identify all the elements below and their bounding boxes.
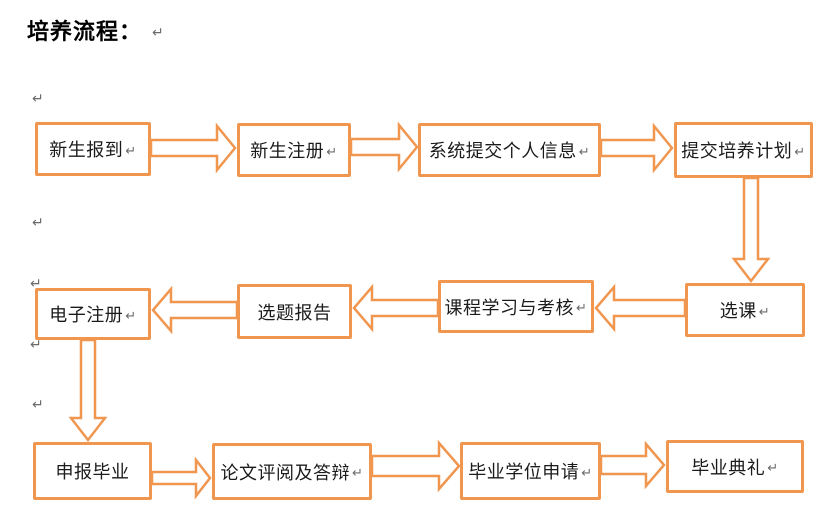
flow-step-new-student-checkin: 新生报到↵ [35,122,151,176]
arrow-right-icon [370,439,461,493]
flow-step-graduation-ceremony: 毕业典礼↵ [666,440,804,493]
arrow-down-icon [68,338,108,443]
step-label: 电子注册 [49,305,124,325]
arrow-right-icon [599,122,674,174]
paragraph-mark-icon: ↵ [352,466,364,481]
paragraph-mark-icon: ↵ [32,215,44,231]
paragraph-mark-icon: ↵ [578,144,591,160]
flow-step-course-study-assessment: 课程学习与考核↵ [438,280,594,333]
step-label: 申报毕业 [55,462,130,482]
step-label: 提交培养计划 [681,141,793,161]
arrow-left-icon [594,283,687,333]
step-label: 选课 [719,301,757,321]
paragraph-mark-icon: ↵ [30,337,42,353]
flow-step-thesis-review-defense: 论文评阅及答辩↵ [212,443,372,500]
paragraph-mark-icon: ↵ [326,144,338,160]
flow-step-course-selection: 选课↵ [685,283,805,337]
arrow-right-icon [599,440,666,490]
paragraph-mark-icon: ↵ [152,25,164,41]
flow-step-degree-application: 毕业学位申请↵ [460,442,601,500]
paragraph-mark-icon: ↵ [581,465,593,481]
flow-step-topic-proposal-report: 选题报告 [237,284,352,339]
step-label: 毕业学位申请 [468,462,580,482]
flow-step-submit-personal-info: 系统提交个人信息↵ [418,123,601,177]
step-label: 选题报告 [257,302,332,323]
arrow-right-icon [149,122,237,174]
paragraph-mark-icon: ↵ [794,144,806,160]
step-label: 课程学习与考核 [444,297,575,318]
paragraph-mark-icon: ↵ [576,301,588,316]
page-title: 培养流程： [27,19,143,44]
paragraph-mark-icon: ↵ [32,91,44,107]
arrow-right-icon [349,121,419,173]
paragraph-mark-icon: ↵ [30,276,42,292]
step-label: 新生注册 [250,141,325,161]
step-label: 系统提交个人信息 [428,141,577,161]
flow-step-graduation-application: 申报毕业 [33,442,152,500]
flow-step-electronic-registration: 电子注册↵ [35,288,151,340]
paragraph-mark-icon: ↵ [32,397,44,413]
arrow-right-icon [150,456,212,500]
flow-step-submit-training-plan: 提交培养计划↵ [674,122,813,178]
arrow-down-icon [731,176,771,284]
arrow-left-icon [352,283,440,333]
step-label: 新生报到 [49,140,124,160]
flow-step-new-student-registration: 新生注册↵ [237,123,351,177]
paragraph-mark-icon: ↵ [125,143,137,159]
step-label: 毕业典礼 [691,457,766,478]
paragraph-mark-icon: ↵ [125,308,137,324]
paragraph-mark-icon: ↵ [767,461,779,476]
step-label: 论文评阅及答辩 [220,462,351,483]
paragraph-mark-icon: ↵ [758,304,771,320]
arrow-left-icon [151,285,239,335]
